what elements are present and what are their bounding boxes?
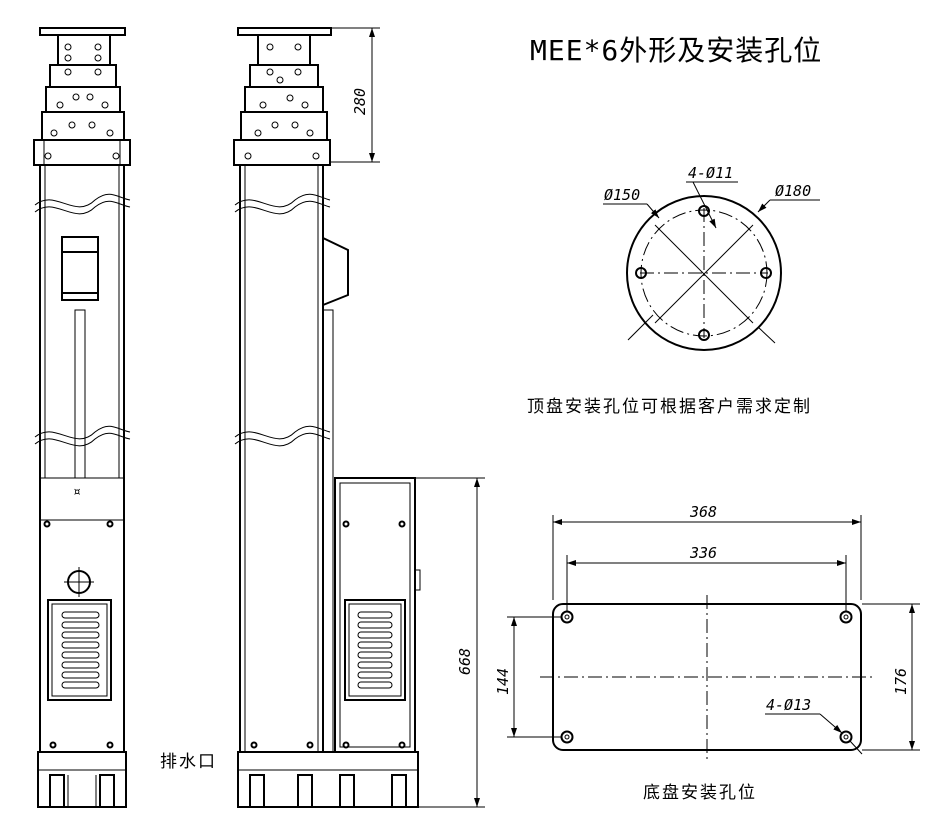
dimension-280: 280: [330, 27, 380, 163]
drawing-title: MEE*6外形及安装孔位: [530, 34, 822, 67]
dim-176-label: 176: [892, 668, 910, 695]
svg-text:¤: ¤: [73, 485, 81, 500]
inner-diameter-label: Ø150: [604, 186, 640, 204]
top-hole-label: 4-Ø11: [688, 164, 733, 182]
top-plate-diagram: Ø150 4-Ø11 Ø180: [603, 164, 820, 351]
base-plate-diagram: 368 336 144 176 4-Ø13: [494, 503, 920, 760]
mast-front-view: ¤: [33, 27, 131, 808]
dim-368-label: 368: [689, 503, 717, 521]
dim-280-label: 280: [351, 88, 369, 115]
drain-label: 排水口: [160, 752, 217, 772]
outer-diameter-label: Ø180: [775, 182, 811, 200]
top-plate-note: 顶盘安装孔位可根据客户需求定制: [527, 397, 812, 417]
dim-336-label: 336: [689, 544, 717, 562]
dim-144-label: 144: [494, 668, 512, 695]
base-plate-caption: 底盘安装孔位: [643, 783, 757, 803]
dimension-668: 668: [415, 477, 485, 808]
base-hole-label: 4-Ø13: [766, 696, 811, 714]
dim-668-label: 668: [456, 648, 474, 675]
mast-side-view: [233, 27, 421, 808]
